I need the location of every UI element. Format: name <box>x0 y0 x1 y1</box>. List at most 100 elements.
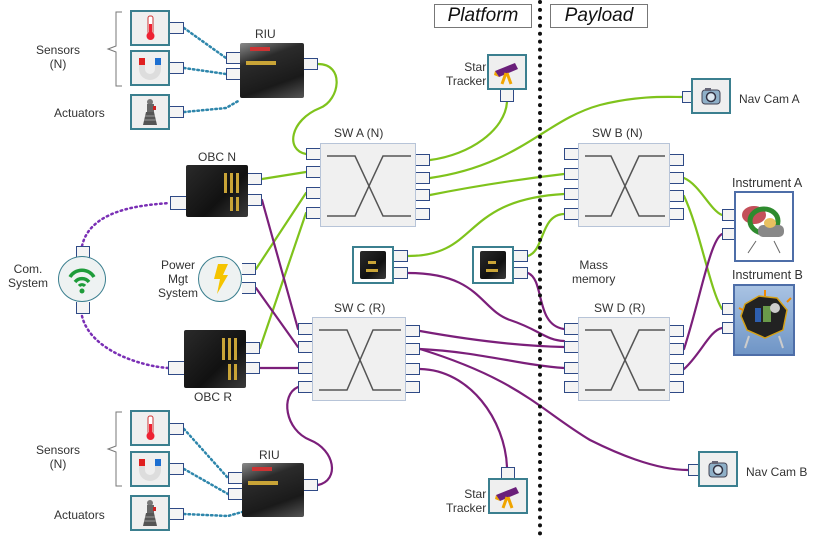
sw-c-out-1[interactable] <box>406 325 420 337</box>
sw-d-switch[interactable] <box>578 317 670 401</box>
obc-n-unit[interactable] <box>186 165 248 217</box>
riu-top-port-out[interactable] <box>304 58 318 70</box>
sensor-top-magnet[interactable] <box>130 50 170 86</box>
sw-c-in-1[interactable] <box>298 323 312 335</box>
sw-a-out-1[interactable] <box>416 154 430 166</box>
nav-cam-a[interactable] <box>691 78 731 114</box>
riu-top-port-2[interactable] <box>226 68 240 80</box>
sw-a-out-2[interactable] <box>416 172 430 184</box>
sw-c-out-2[interactable] <box>406 343 420 355</box>
mass-memory-unit-2-port-2[interactable] <box>514 267 528 279</box>
obc-r-unit[interactable] <box>184 330 246 388</box>
sw-d-out-4[interactable] <box>670 381 684 393</box>
mass-memory-unit-2-port-1[interactable] <box>514 250 528 262</box>
mass-memory-unit-1[interactable] <box>352 246 394 284</box>
star-tracker-top[interactable] <box>487 54 527 90</box>
sw-a-out-3[interactable] <box>416 189 430 201</box>
com-system-node[interactable] <box>58 256 106 302</box>
riu-bottom-label: RIU <box>259 448 280 462</box>
sw-c-switch[interactable] <box>312 317 406 401</box>
star-tracker-top-port[interactable] <box>500 90 514 102</box>
sw-b-in-3[interactable] <box>564 188 578 200</box>
obc-n-port-com[interactable] <box>170 196 186 210</box>
sw-c-out-4[interactable] <box>406 381 420 393</box>
actuator-top-port[interactable] <box>170 106 184 118</box>
actuators-top-label: Actuators <box>54 106 105 120</box>
star-tracker-top-label-line2: Tracker <box>446 74 487 88</box>
obc-n-port-1[interactable] <box>248 173 262 185</box>
instrument-a-port-2[interactable] <box>722 228 736 240</box>
sw-b-switch[interactable] <box>578 143 670 227</box>
star-tracker-bottom-port[interactable] <box>501 467 515 479</box>
com-system-label-line1: Com. <box>13 262 43 276</box>
sw-a-out-4[interactable] <box>416 208 430 220</box>
riu-bottom-port-2[interactable] <box>228 488 242 500</box>
power-mgt-node[interactable] <box>198 256 242 302</box>
sw-d-in-1[interactable] <box>564 323 578 335</box>
instrument-b-unit[interactable] <box>733 284 795 356</box>
instrument-a-port-1[interactable] <box>722 209 736 221</box>
obc-r-port-1[interactable] <box>246 342 260 354</box>
link-sensor-top-2 <box>182 66 228 76</box>
mass-memory-unit-1-port-2[interactable] <box>394 267 408 279</box>
com-system-port-bottom[interactable] <box>76 302 90 314</box>
sw-b-out-4[interactable] <box>670 208 684 220</box>
riu-top-port-1[interactable] <box>226 52 240 64</box>
sw-d-out-3[interactable] <box>670 363 684 375</box>
link-mm2-to-swb <box>526 212 566 258</box>
actuator-top[interactable] <box>130 94 170 130</box>
sw-c-in-4[interactable] <box>298 381 312 393</box>
obc-r-port-2[interactable] <box>246 362 260 374</box>
sensor-top-magnet-port[interactable] <box>170 62 184 74</box>
sw-a-switch[interactable] <box>320 143 416 227</box>
actuator-bottom-port[interactable] <box>170 508 184 520</box>
sensor-bottom-magnet-port[interactable] <box>170 463 184 475</box>
riu-top-unit[interactable] <box>240 43 304 98</box>
sw-b-in-4[interactable] <box>564 208 578 220</box>
sensor-bottom-magnet[interactable] <box>130 451 170 487</box>
sensor-top-thermometer-port[interactable] <box>170 22 184 34</box>
sw-a-in-4[interactable] <box>306 207 320 219</box>
com-system-port-top[interactable] <box>76 246 90 258</box>
sw-d-out-2[interactable] <box>670 343 684 355</box>
riu-bottom-unit[interactable] <box>242 463 304 517</box>
instrument-a-unit[interactable] <box>734 191 794 262</box>
sw-b-out-3[interactable] <box>670 190 684 202</box>
sensor-top-thermometer[interactable] <box>130 10 170 46</box>
camera-icon <box>708 461 728 478</box>
sw-b-out-1[interactable] <box>670 154 684 166</box>
lightning-icon <box>214 264 228 294</box>
sensor-bottom-thermometer[interactable] <box>130 410 170 446</box>
sw-d-in-2[interactable] <box>564 341 578 353</box>
instrument-b-port-1[interactable] <box>722 303 736 315</box>
star-tracker-bottom[interactable] <box>488 478 528 514</box>
sw-d-in-4[interactable] <box>564 381 578 393</box>
sw-a-in-1[interactable] <box>306 148 320 160</box>
obc-n-port-2[interactable] <box>248 194 262 206</box>
actuator-bottom[interactable] <box>130 495 170 531</box>
obc-r-port-com[interactable] <box>168 361 184 375</box>
nav-cam-b[interactable] <box>698 451 738 487</box>
power-mgt-port-2[interactable] <box>242 282 256 294</box>
sw-a-in-2[interactable] <box>306 166 320 178</box>
sw-d-out-1[interactable] <box>670 325 684 337</box>
riu-bottom-port-out[interactable] <box>304 479 318 491</box>
mass-memory-unit-1-port-1[interactable] <box>394 250 408 262</box>
sw-b-in-2[interactable] <box>564 168 578 180</box>
sw-b-out-2[interactable] <box>670 172 684 184</box>
sensor-bottom-thermometer-port[interactable] <box>170 423 184 435</box>
sw-c-out-3[interactable] <box>406 363 420 375</box>
instrument-b-port-2[interactable] <box>722 322 736 334</box>
storage-unit-icon <box>360 251 386 279</box>
sensors-top-label: Sensors (N) <box>36 43 80 71</box>
sw-c-in-2[interactable] <box>298 341 312 353</box>
sw-c-in-3[interactable] <box>298 362 312 374</box>
riu-bottom-port-1[interactable] <box>228 472 242 484</box>
sw-d-in-3[interactable] <box>564 362 578 374</box>
sw-b-in-1[interactable] <box>564 148 578 160</box>
sw-a-in-3[interactable] <box>306 187 320 199</box>
mass-memory-unit-2[interactable] <box>472 246 514 284</box>
sensors-top-brace <box>106 11 122 87</box>
power-mgt-port-1[interactable] <box>242 263 256 275</box>
crossbar-icon <box>585 155 665 217</box>
